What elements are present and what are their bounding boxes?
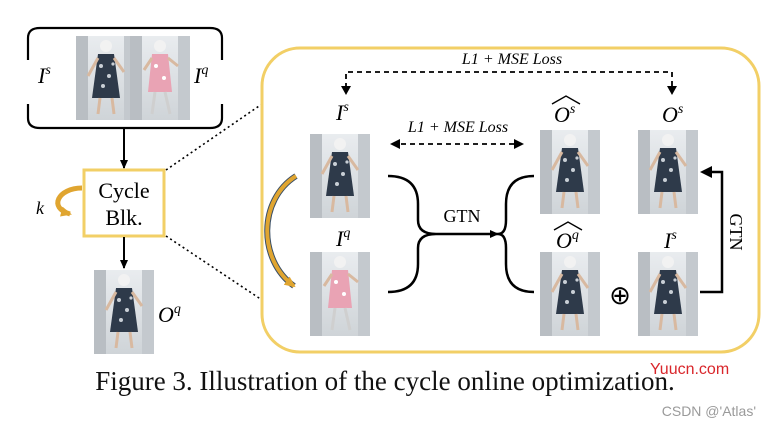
watermark-author: CSDN @'Atlas' [661,403,756,419]
o-s-thumbnail [636,128,700,216]
gtn-loop-path [700,170,724,294]
output-label: Oq [158,302,181,327]
cycle-block [82,168,166,238]
k-loop-arrow [55,185,83,217]
o-q-hat-thumbnail [538,250,602,338]
cycle-block-label-1: Cycle [98,178,149,203]
query-image-thumbnail [128,34,192,122]
zoom-line-bottom [165,235,263,301]
cycle-block-label-2: Blk. [105,205,142,230]
inner-source-label: Is [335,100,349,125]
oplus-symbol: ⊕ [609,281,631,311]
i-s-right-thumbnail [636,250,700,338]
o-s-label: Os [662,102,684,127]
swap-curved-arrow [265,174,298,288]
gtn-right-brace [497,174,535,294]
k-label: k [36,198,45,218]
source-image-thumbnail [74,34,138,122]
inner-query-thumbnail [308,250,372,338]
gtn-left-brace [387,174,437,294]
query-image-label: Iq [193,63,208,88]
inner-source-thumbnail [308,132,372,220]
cycle-detail-panel [260,46,761,354]
o-s-hat-thumbnail [538,128,602,216]
inner-query-label: Iq [335,226,350,251]
o-q-hat-label: Oq [556,228,579,253]
top-loss-label: L1 + MSE Loss [461,51,562,68]
mid-loss-label: L1 + MSE Loss [407,119,508,136]
figure-caption: Figure 3. Illustration of the cycle onli… [95,366,675,396]
o-s-hat-label: Os [554,102,576,127]
watermark-site: Yuucn.com [650,361,730,378]
output-image-thumbnail [92,268,156,356]
i-s-right-label: Is [663,228,677,253]
source-image-label: Is [37,63,51,88]
gtn-center-label: GTN [444,206,481,226]
gtn-right-label: GTN [726,214,746,251]
input-bracket-box [26,26,224,130]
